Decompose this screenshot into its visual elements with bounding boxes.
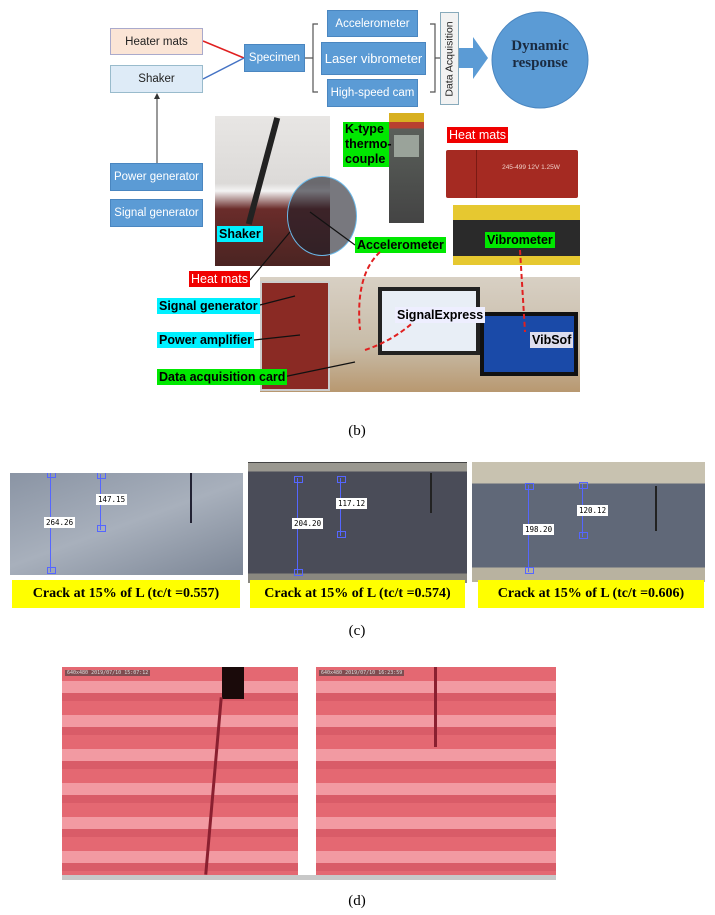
crack-label-1: Crack at 15% of L (tc/t =0.557) xyxy=(12,580,240,608)
heat-mat-photo: 245-499 12V 1.25W xyxy=(446,150,578,198)
heat-mats-top-label: Heat mats xyxy=(447,127,508,143)
vibrometer-label: Vibrometer xyxy=(485,232,555,248)
thermal-image-2: 640x480 2019/07/10 16:23:59 xyxy=(316,667,556,875)
thermal-stamp: 640x480 2019/07/10 16:23:59 xyxy=(319,670,405,676)
data-acquisition-box: Data Acquisition xyxy=(440,12,459,105)
thermal-stamp: 640x480 2019/07/10 15:07:12 xyxy=(65,670,151,676)
caption-d: (d) xyxy=(348,893,366,909)
data-acquisition-card-label: Data acquisition card xyxy=(157,369,288,385)
bracket-lines xyxy=(305,23,440,93)
caption-c: (c) xyxy=(348,623,366,639)
power-generator-box: Power generator xyxy=(110,163,203,191)
specimen-box: Specimen xyxy=(244,44,305,72)
vibsof-label: VibSof xyxy=(530,332,574,348)
measure-long: 264.26 xyxy=(44,517,76,528)
measure-long: 204.20 xyxy=(292,518,324,529)
crack-label-2: Crack at 15% of L (tc/t =0.574) xyxy=(250,580,465,608)
power-amplifier-label: Power amplifier xyxy=(157,332,255,348)
heater-mats-box: Heater mats xyxy=(110,28,203,55)
accelerometer-label: Accelerometer xyxy=(355,237,446,253)
signal-generator-box: Signal generator xyxy=(110,199,203,227)
heat-mats-label: Heat mats xyxy=(189,271,250,287)
signalexpress-label: SignalExpress xyxy=(395,307,486,323)
measure-short: 147.15 xyxy=(96,494,128,505)
heat-mat-print: 245-499 12V 1.25W xyxy=(502,164,560,171)
k-type-thermocouple-label: K-type thermo-couple xyxy=(343,122,392,167)
heater-link xyxy=(202,40,245,59)
dynamic-response-label: Dynamic response xyxy=(511,38,569,71)
accelerometer-box: Accelerometer xyxy=(327,10,418,37)
signal-generator-label: Signal generator xyxy=(157,298,260,314)
crack-label-3: Crack at 15% of L (tc/t =0.606) xyxy=(478,580,704,608)
thermocouple-photo xyxy=(389,113,424,223)
crack-image-1: 264.26 147.15 xyxy=(10,473,243,575)
laser-vibrometer-box: Laser vibrometer xyxy=(321,42,426,75)
measure-short: 117.12 xyxy=(336,498,368,509)
measure-long: 198.20 xyxy=(523,524,555,535)
crack-image-3: 198.20 120.12 xyxy=(472,462,705,582)
thermal-image-1: 640x480 2019/07/10 15:07:12 xyxy=(62,667,298,875)
arrow-right-icon xyxy=(459,37,488,79)
shaker-label: Shaker xyxy=(217,226,263,242)
photo-annotation-arrows xyxy=(249,211,526,378)
crack-image-2: 204.20 117.12 xyxy=(248,462,467,583)
measure-short: 120.12 xyxy=(577,505,609,516)
dynamic-response-circle xyxy=(491,11,589,109)
image-bottom-strip xyxy=(62,875,556,880)
shaker-box: Shaker xyxy=(110,65,203,93)
caption-b: (b) xyxy=(348,423,366,439)
diagram-connectors xyxy=(154,11,589,163)
high-speed-cam-box: High-speed cam xyxy=(327,79,418,107)
shaker-link xyxy=(202,57,245,80)
